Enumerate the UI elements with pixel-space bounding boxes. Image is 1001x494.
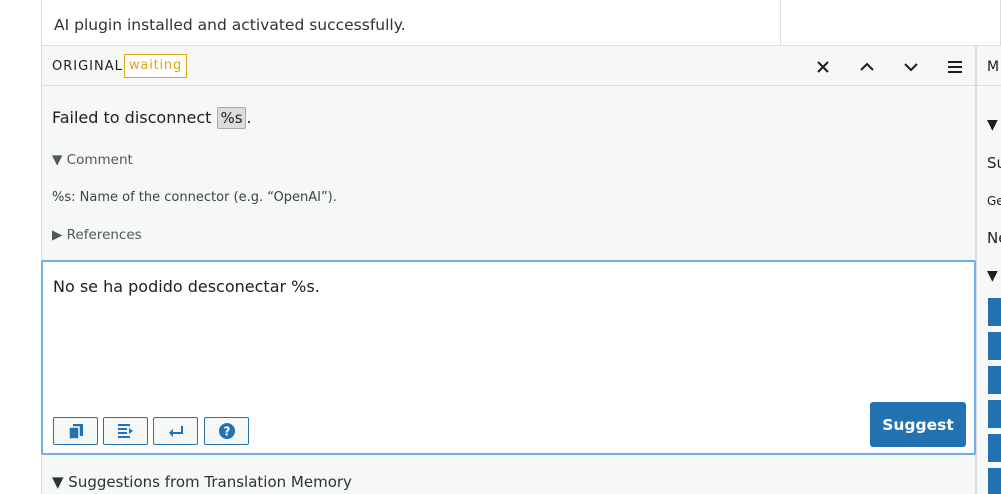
sidebar-line-2: Ge: [987, 194, 1001, 208]
sidebar-button[interactable]: [988, 434, 1001, 462]
status-badge: waiting: [124, 54, 188, 78]
svg-text:?: ?: [223, 425, 230, 439]
translation-value[interactable]: No se ha podido desconectar %s.: [53, 277, 320, 296]
insert-newline-icon: [168, 426, 183, 437]
sidebar-line-1: Su: [987, 154, 1001, 172]
close-icon: [817, 61, 829, 73]
sidebar-button[interactable]: [988, 400, 1001, 428]
more-options-button[interactable]: [942, 54, 968, 80]
sidebar-toggle-2[interactable]: ▼: [987, 268, 998, 284]
original-text-after: .: [246, 108, 252, 127]
menu-icon: [948, 61, 962, 73]
help-button[interactable]: ?: [204, 417, 249, 445]
chevron-up-icon: [860, 62, 874, 71]
copy-original-button[interactable]: [53, 417, 98, 445]
sidebar-header-text: M: [987, 59, 1000, 75]
next-string-button[interactable]: [898, 54, 924, 80]
sidebar-toggle[interactable]: ▼: [987, 117, 998, 133]
previous-translation-row[interactable]: AI plugin installed and activated succes…: [41, 0, 1001, 46]
comment-text: %s: Name of the connector (e.g. “OpenAI”…: [52, 190, 337, 205]
insert-newline-button[interactable]: [153, 417, 198, 445]
placeholder-chip: %s: [217, 107, 246, 129]
references-toggle[interactable]: ▶ References: [52, 227, 142, 243]
row-divider: [780, 0, 781, 46]
sidebar-line-3: Ne: [987, 229, 1001, 247]
translation-editor: ORIGINAL waiting Failed to disconnect %s…: [41, 45, 976, 494]
suggest-button[interactable]: Suggest: [870, 402, 966, 447]
previous-string-button[interactable]: [854, 54, 880, 80]
original-string: Failed to disconnect %s.: [52, 107, 252, 129]
previous-row-text: AI plugin installed and activated succes…: [54, 16, 406, 34]
insert-tab-button[interactable]: [103, 417, 148, 445]
sidebar-header: M: [977, 45, 1001, 86]
meta-sidebar: M ▼ Su Ge Ne ▼: [976, 45, 1001, 494]
insert-tab-icon: [117, 424, 133, 438]
copy-original-icon: [67, 424, 83, 439]
comment-toggle[interactable]: ▼ Comment: [52, 152, 133, 168]
original-label: ORIGINAL: [52, 59, 123, 74]
sidebar-button[interactable]: [988, 332, 1001, 360]
original-text-before: Failed to disconnect: [52, 108, 217, 127]
translation-memory-toggle[interactable]: ▼ Suggestions from Translation Memory: [52, 473, 352, 491]
chevron-down-icon: [904, 63, 918, 72]
sidebar-button[interactable]: [988, 366, 1001, 394]
sidebar-button[interactable]: [988, 298, 1001, 326]
help-icon: ?: [218, 423, 235, 439]
sidebar-button[interactable]: [988, 468, 1001, 494]
close-button[interactable]: [810, 54, 836, 80]
translation-textarea[interactable]: No se ha podido desconectar %s. ?: [41, 260, 976, 455]
editor-header: ORIGINAL waiting: [42, 45, 975, 86]
